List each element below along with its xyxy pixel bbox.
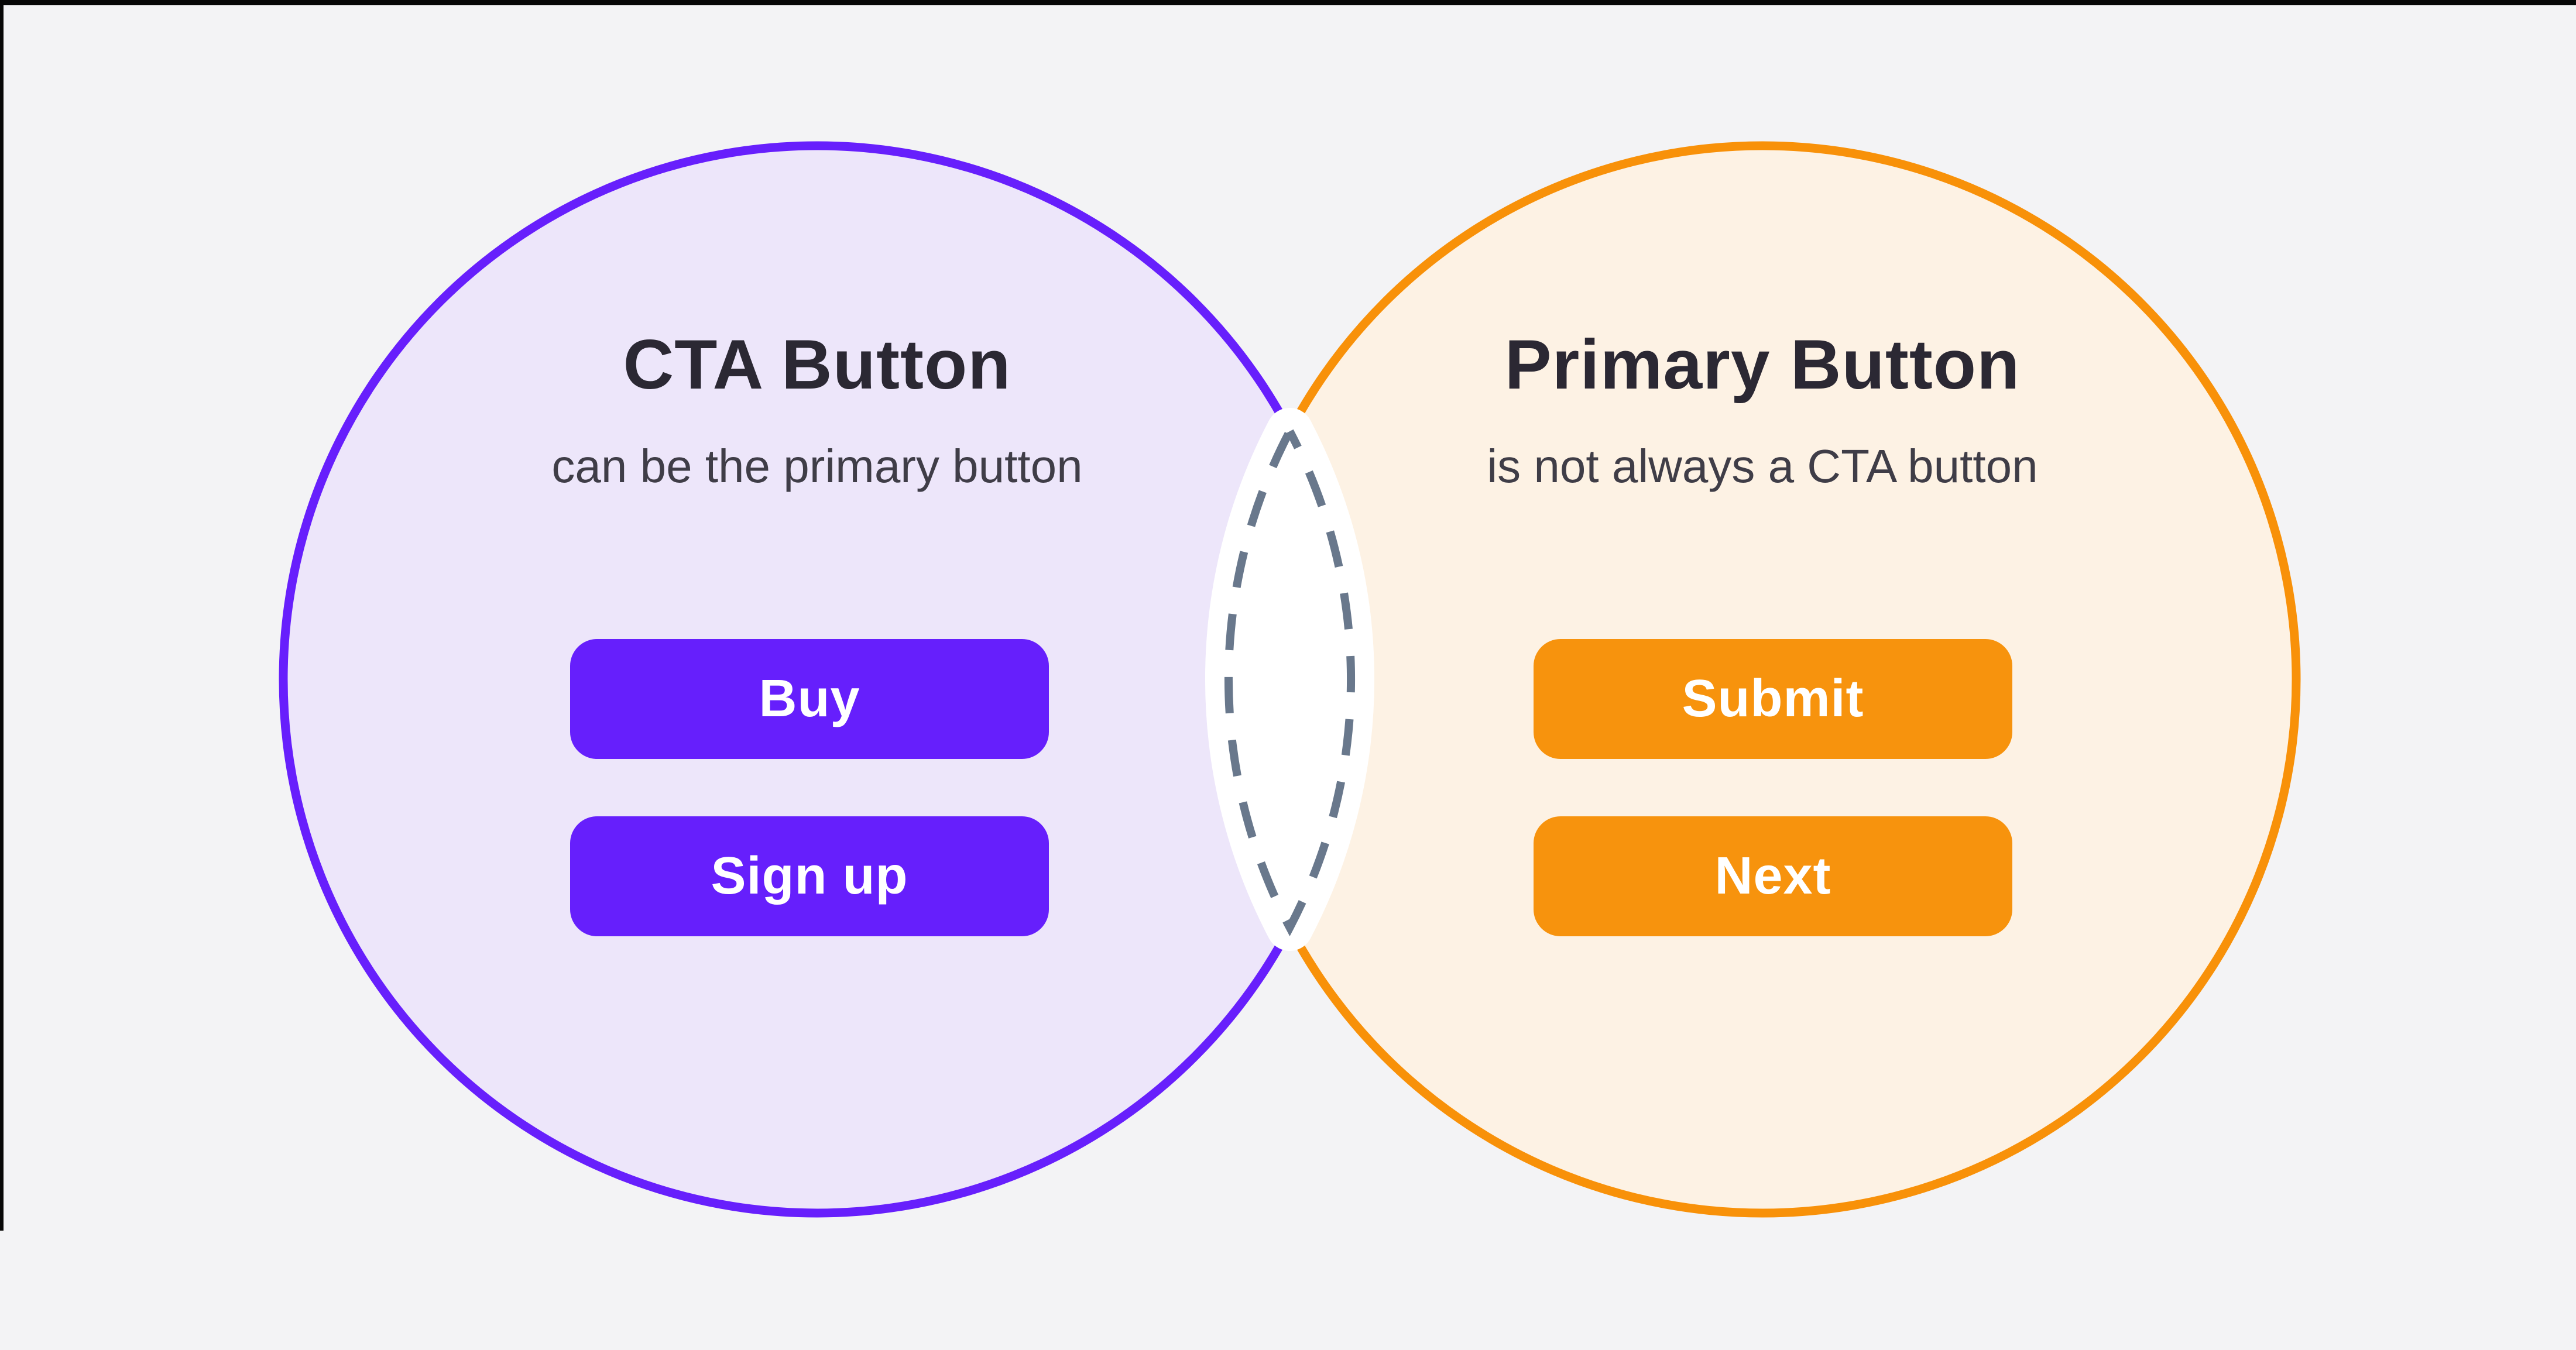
buy-button[interactable]: Buy xyxy=(570,639,1049,759)
frame-top-edge xyxy=(0,0,2576,5)
sign-up-button[interactable]: Sign up xyxy=(570,816,1049,936)
frame-left-edge xyxy=(0,0,4,1231)
submit-button[interactable]: Submit xyxy=(1534,639,2012,759)
intersection-dashed-outline xyxy=(1224,422,1356,937)
intersection-lens xyxy=(1205,408,1375,951)
next-button[interactable]: Next xyxy=(1534,816,2012,936)
